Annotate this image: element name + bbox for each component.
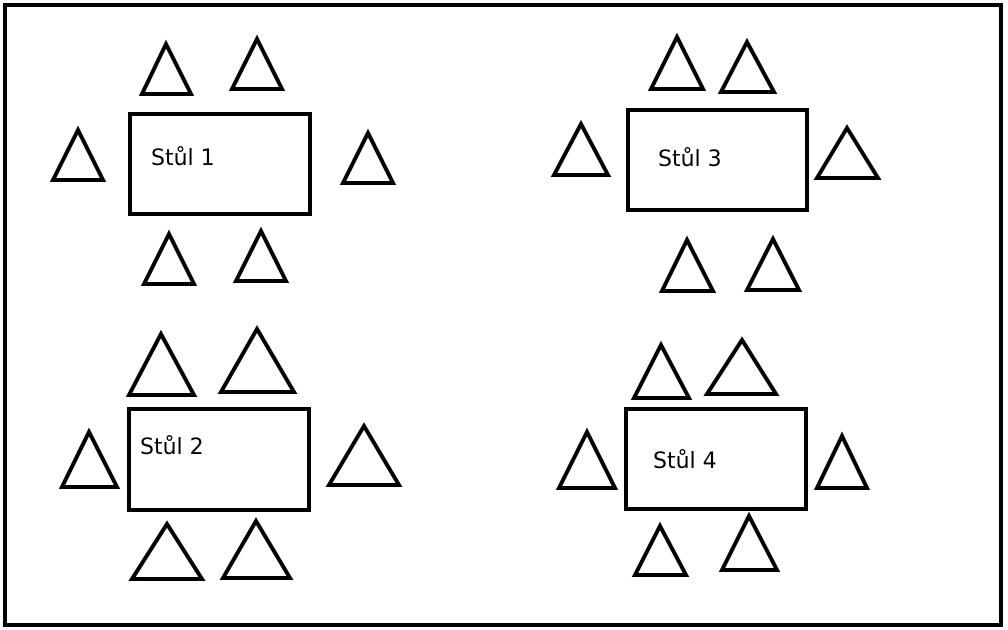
- chair-3-6: [743, 234, 803, 292]
- chair-2-2: [217, 325, 298, 394]
- table-group-1: Stůl 1: [49, 34, 397, 286]
- chair-1-1: [138, 39, 195, 96]
- chair-4-3: [555, 427, 619, 490]
- chair-3-3: [550, 119, 612, 177]
- chair-1-4: [339, 128, 397, 185]
- chair-4-4: [813, 431, 871, 490]
- chair-3-4: [813, 124, 882, 180]
- chair-1-3: [49, 125, 107, 182]
- chair-4-6: [718, 511, 781, 572]
- chair-3-2: [717, 37, 778, 94]
- table-label-2: Stůl 2: [140, 435, 204, 460]
- room-border: [3, 3, 1003, 627]
- table-group-4: Stůl 4: [555, 336, 871, 577]
- chair-3-1: [647, 32, 707, 91]
- chair-4-5: [631, 521, 690, 577]
- chair-2-6: [219, 517, 294, 580]
- chair-1-2: [228, 34, 286, 91]
- table-3: [626, 108, 809, 212]
- table-2: [127, 407, 311, 512]
- table-1: [128, 112, 312, 216]
- table-label-3: Stůl 3: [658, 147, 722, 172]
- chair-2-3: [58, 427, 121, 489]
- chair-1-6: [232, 226, 290, 283]
- table-group-2: Stůl 2: [58, 325, 403, 581]
- chair-2-5: [128, 520, 206, 581]
- chair-2-4: [325, 422, 403, 487]
- chair-4-2: [703, 336, 780, 396]
- chair-1-5: [140, 229, 198, 286]
- table-4: [624, 407, 808, 511]
- chair-4-1: [630, 340, 693, 400]
- chair-3-5: [658, 235, 717, 293]
- table-label-1: Stůl 1: [151, 146, 215, 171]
- table-label-4: Stůl 4: [653, 449, 717, 474]
- chair-2-1: [125, 329, 198, 397]
- table-group-3: Stůl 3: [550, 32, 882, 293]
